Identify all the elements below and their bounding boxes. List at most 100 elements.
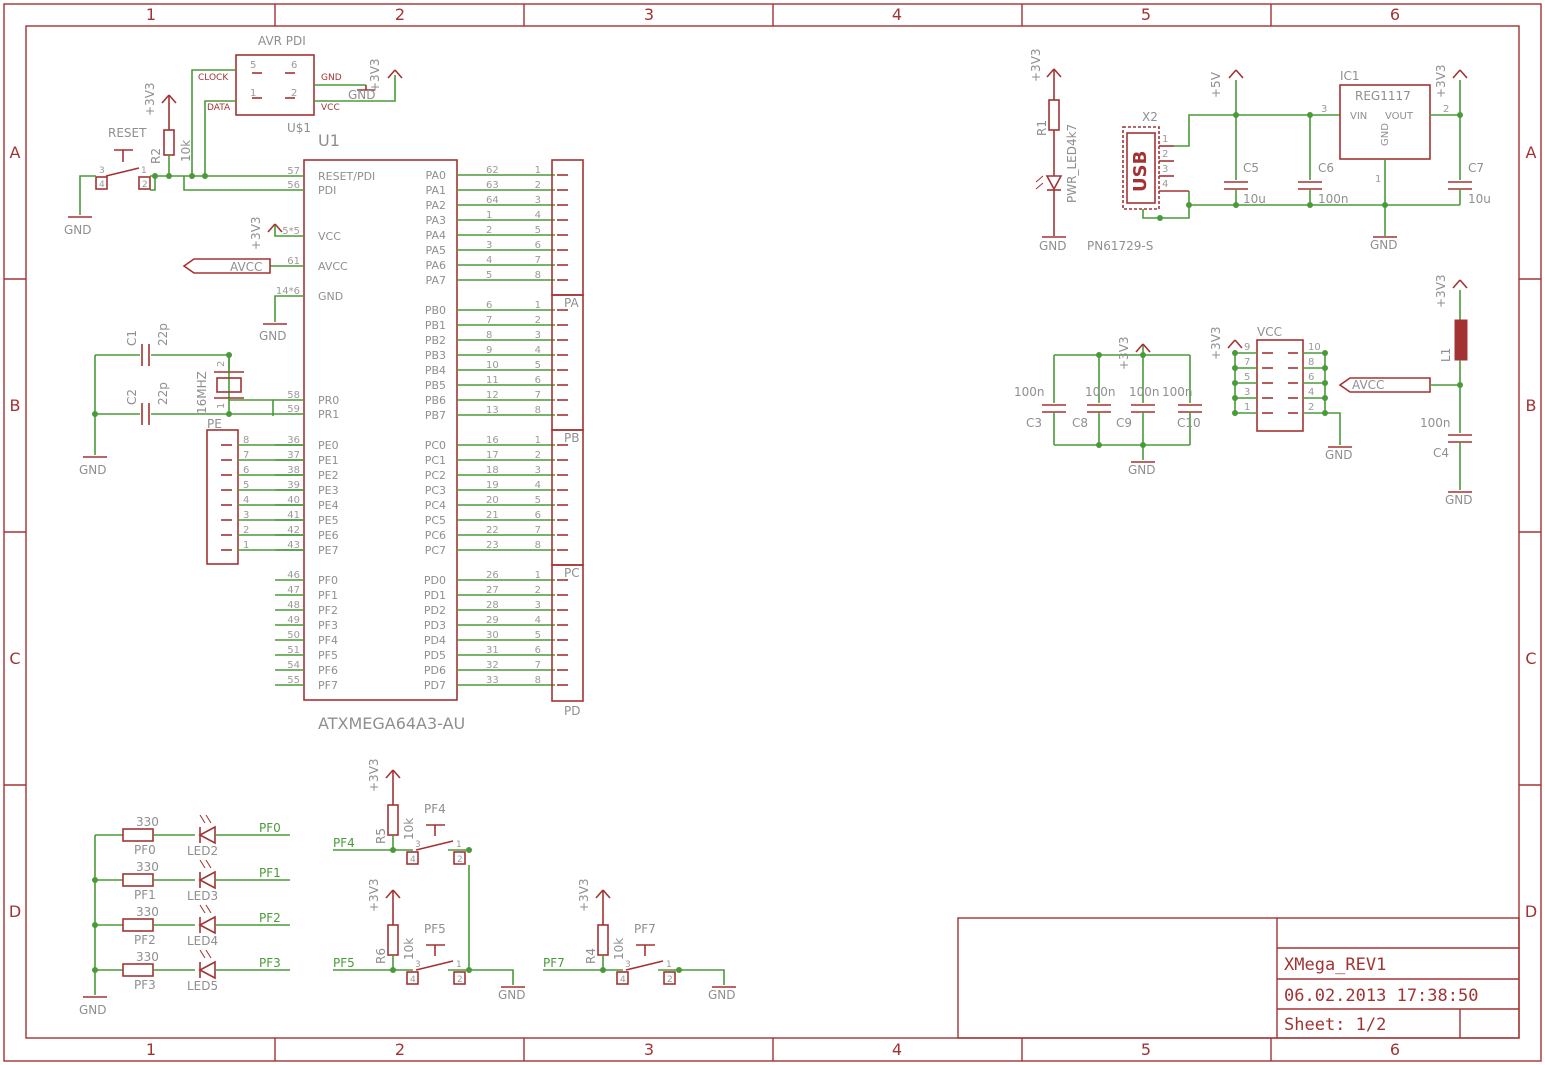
mcu-pin-num-pe2: 38 xyxy=(287,465,300,476)
mcu-pin-name-pa4: PA4 xyxy=(426,229,446,242)
mcu-pin-name-pa7: PA7 xyxy=(426,274,446,287)
power-led: +3V3 R1 PWR_LED4k7 GND xyxy=(1029,48,1079,253)
header-pa-pin-num: 2 xyxy=(535,180,541,191)
mcu-pin-num-pc7: 23 xyxy=(486,540,499,551)
button-out-junction xyxy=(466,847,472,853)
button-pin-3: 3 xyxy=(625,960,631,970)
mcu-pin-name-pd2: PD2 xyxy=(424,604,446,617)
vcc-header-junction xyxy=(1232,380,1238,386)
button-resistor-value: 10k xyxy=(612,938,626,960)
buttons-gnd-1: GND xyxy=(498,988,526,1002)
led-diode-led2 xyxy=(198,825,216,845)
mcu-pin-name-pe3: PE3 xyxy=(318,484,339,497)
button-junction xyxy=(600,967,606,973)
crystal-circuit: 2 1 16MHZ C1 22p C2 22p GND xyxy=(79,323,304,477)
decoupling-cap-value-c10: 100n xyxy=(1162,385,1193,399)
c5-ref: C5 xyxy=(1243,161,1259,175)
led-ray xyxy=(205,949,212,959)
mcu-pin-name-pa5: PA5 xyxy=(426,244,446,257)
mcu-value: ATXMEGA64A3-AU xyxy=(318,714,465,733)
row-label-right-a: A xyxy=(1526,143,1537,162)
col-label-bottom-4: 4 xyxy=(892,1040,902,1059)
vcc-header-net: AVCC xyxy=(1352,378,1384,392)
mcu-pin-name-pr1: PR1 xyxy=(318,408,339,421)
header-pa-pin-num: 3 xyxy=(535,195,541,206)
pwr-led-supply: +3V3 xyxy=(1029,48,1043,82)
mcu-pin-name-pf5: PF5 xyxy=(318,649,338,662)
mcu-pin-num-pd4: 30 xyxy=(486,630,499,641)
mcu-pin-name-pe4: PE4 xyxy=(318,499,339,512)
header-pa-pin-num: 7 xyxy=(535,255,541,266)
usb-pin-2: 2 xyxy=(1162,149,1168,160)
mcu-pin-name-pd1: PD1 xyxy=(424,589,446,602)
led-resistor-pf3 xyxy=(122,963,154,977)
header-pb-pin-num: 2 xyxy=(535,315,541,326)
header-pc-pin-num: 3 xyxy=(535,465,541,476)
button-supply-arrow xyxy=(392,769,401,779)
mcu-pin-name-pd6: PD6 xyxy=(424,664,446,677)
vcc-header-right-pin: 8 xyxy=(1308,357,1314,368)
mcu-pin-name-gnd: GND xyxy=(318,290,343,303)
button-supply-arrow xyxy=(602,889,611,899)
mcu-pin-name-pe1: PE1 xyxy=(318,454,339,467)
button-supply-arrow xyxy=(385,769,394,779)
header-pd-pin-num: 6 xyxy=(535,645,541,656)
button-pin-2: 2 xyxy=(457,855,463,865)
pdi-vcc-label: VCC xyxy=(321,103,340,113)
usb-text: USB xyxy=(1130,151,1151,192)
c7-ref: C7 xyxy=(1468,161,1484,175)
header-pb-pin-num: 6 xyxy=(535,375,541,386)
led-ray xyxy=(199,814,206,824)
header-pa-pin-num: 5 xyxy=(535,225,541,236)
vcc-header-junction xyxy=(1322,350,1328,356)
vcc-header-junction xyxy=(1232,395,1238,401)
mcu-pin-name-pc0: PC0 xyxy=(425,439,446,452)
vcc-header-left-pin: 9 xyxy=(1244,342,1250,353)
pe-pin-num: 3 xyxy=(243,510,249,521)
mcu-pin-name-pb3: PB3 xyxy=(425,349,446,362)
reg-vin: VIN xyxy=(1350,111,1367,122)
c2-value: 22p xyxy=(156,382,170,405)
led-resistor-value: 330 xyxy=(136,860,159,874)
pdi-ref: U$1 xyxy=(287,121,311,135)
reg-vout: VOUT xyxy=(1385,111,1414,122)
vcc-header-junction xyxy=(1322,395,1328,401)
mcu-pin-name-pb0: PB0 xyxy=(425,304,446,317)
mcu-pin-num-pb1: 7 xyxy=(486,315,492,326)
led-ray xyxy=(205,859,212,869)
pe-pin-num: 8 xyxy=(243,435,249,446)
row-label-left-c: C xyxy=(9,649,20,668)
button-pad-4 xyxy=(406,971,419,985)
pe-header-name: PE xyxy=(207,417,222,431)
led-ray xyxy=(199,904,206,914)
regulator-circuit: IC1 REG1117 VIN VOUT GND 3 2 1 +5V +3V3 … xyxy=(1209,64,1491,252)
pdi-clock-label: CLOCK xyxy=(198,73,229,83)
header-pb-pin-num: 8 xyxy=(535,405,541,416)
led-junction xyxy=(92,922,98,928)
reset-gnd: GND xyxy=(64,223,92,237)
reset-sw-pin-2: 2 xyxy=(142,180,148,190)
led-diode-led4 xyxy=(198,915,216,935)
mcu-pin-name-pa2: PA2 xyxy=(426,199,446,212)
crystal-pin-2: 2 xyxy=(216,361,227,367)
vcc-header-right-pin: 4 xyxy=(1308,387,1314,398)
decoupling-junction xyxy=(1096,442,1102,448)
usb-value: PN61729-S xyxy=(1087,239,1153,253)
mcu-pin-num-resetpdi: 57 xyxy=(287,166,300,177)
decoupling-supply: +3V3 xyxy=(1117,336,1131,370)
mcu-pin-name-pc3: PC3 xyxy=(425,484,446,497)
mcu-pin-name-pd7: PD7 xyxy=(424,679,446,692)
pe-pin-num: 1 xyxy=(243,540,249,551)
mcu-pin-num-pf2: 48 xyxy=(287,600,300,611)
drawing-frame: 1 2 3 4 5 6 1 2 3 4 5 6 A B C D A B C D xyxy=(3,3,1542,1062)
col-label-bottom-6: 6 xyxy=(1390,1040,1400,1059)
mcu-pin-name-pb1: PB1 xyxy=(425,319,446,332)
led-name: LED3 xyxy=(187,889,218,903)
mcu-pin-num-pf7: 55 xyxy=(287,675,300,686)
mcu-pin-num-pe5: 41 xyxy=(287,510,300,521)
col-label-bottom-1: 1 xyxy=(146,1040,156,1059)
